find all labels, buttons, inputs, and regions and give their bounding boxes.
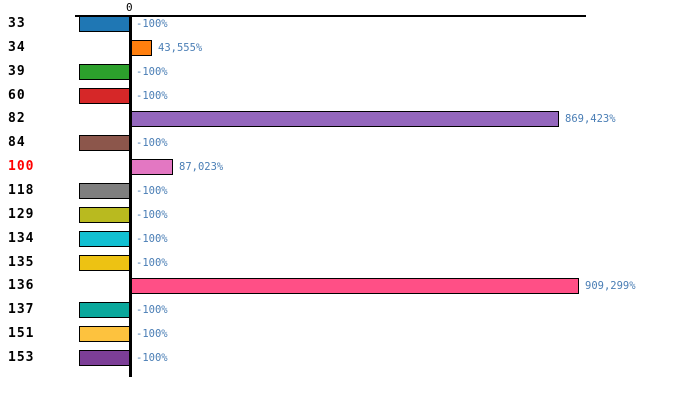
row-label: 118 xyxy=(8,183,35,199)
chart-row: 84 -100% xyxy=(0,135,700,152)
bar xyxy=(130,159,173,176)
chart-row: 135 -100% xyxy=(0,254,700,271)
chart-row: 136 909,299% xyxy=(0,278,700,295)
bar xyxy=(79,350,130,367)
bar-value-label: -100% xyxy=(136,256,168,269)
chart-row: 153 -100% xyxy=(0,350,700,367)
chart-row: 118 -100% xyxy=(0,183,700,200)
bar-value-label: -100% xyxy=(136,89,168,102)
bar-value-label: 87,023% xyxy=(179,161,224,174)
bar-value-label: 43,555% xyxy=(158,41,203,54)
bar-value-label: -100% xyxy=(136,65,168,78)
zero-axis-line xyxy=(129,15,132,377)
bar xyxy=(79,326,130,343)
bar-value-label: -100% xyxy=(136,18,168,30)
row-label: 151 xyxy=(8,326,35,342)
chart-row: 33 -100% xyxy=(0,16,700,32)
bar xyxy=(130,278,579,295)
row-label: 33 xyxy=(8,16,26,31)
chart-row: 134 -100% xyxy=(0,230,700,247)
bar-value-label: -100% xyxy=(136,328,168,341)
row-label: 136 xyxy=(8,278,35,294)
bar xyxy=(130,39,152,56)
bar-value-label: -100% xyxy=(136,304,168,317)
zero-tick-label: 0 xyxy=(126,1,133,14)
row-label: 135 xyxy=(8,254,35,270)
chart-row: 34 43,555% xyxy=(0,39,700,56)
bar xyxy=(79,87,130,104)
chart-row: 151 -100% xyxy=(0,326,700,343)
top-baseline xyxy=(75,15,586,17)
row-label: 153 xyxy=(8,350,35,366)
row-label: 137 xyxy=(8,302,35,318)
bar-value-label: -100% xyxy=(136,185,168,198)
chart-row: 39 -100% xyxy=(0,63,700,80)
chart-row: 60 -100% xyxy=(0,87,700,104)
bar-value-label: -100% xyxy=(136,352,168,365)
chart-row: 100 87,023% xyxy=(0,159,700,176)
bar xyxy=(79,254,130,271)
row-label: 34 xyxy=(8,39,26,55)
chart-row: 82 869,423% xyxy=(0,111,700,128)
bar xyxy=(79,16,130,32)
row-label: 60 xyxy=(8,87,26,103)
row-label: 100 xyxy=(8,159,35,175)
bar-value-label: -100% xyxy=(136,208,168,221)
bar-value-label: 869,423% xyxy=(565,113,616,126)
chart-row: 137 -100% xyxy=(0,302,700,319)
row-label: 39 xyxy=(8,63,26,79)
bar xyxy=(79,183,130,200)
bar-value-label: -100% xyxy=(136,232,168,245)
row-label: 82 xyxy=(8,111,26,127)
row-label: 129 xyxy=(8,206,35,222)
bar xyxy=(79,302,130,319)
bar-value-label: 909,299% xyxy=(585,280,636,293)
row-label: 134 xyxy=(8,230,35,246)
bar xyxy=(79,63,130,80)
chart-row: 129 -100% xyxy=(0,206,700,223)
bar xyxy=(79,135,130,152)
bar-value-label: -100% xyxy=(136,137,168,150)
bar xyxy=(79,230,130,247)
bar xyxy=(130,111,559,128)
bar xyxy=(79,206,130,223)
row-label: 84 xyxy=(8,135,26,151)
